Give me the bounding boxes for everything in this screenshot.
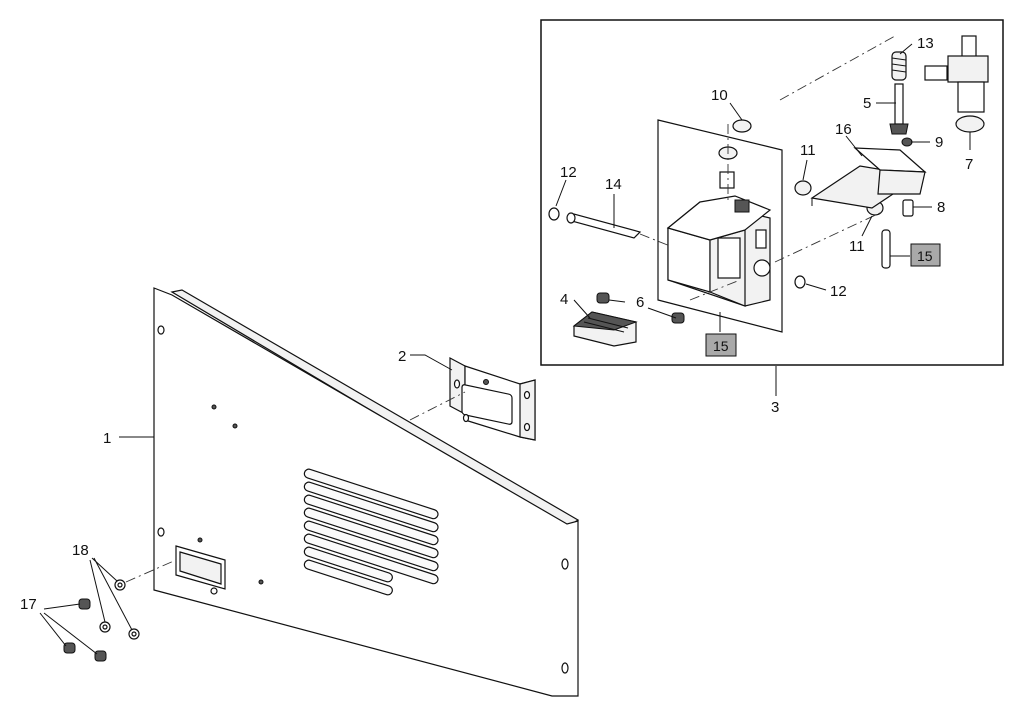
callout-box-15-a (910, 243, 941, 267)
callout-1: 1 (103, 430, 111, 447)
sliding-bracket-part (810, 147, 927, 209)
callout-11-b: 11 (849, 238, 865, 255)
screws-and-washers (63, 579, 140, 662)
pin-15 (881, 229, 891, 269)
callout-16: 16 (835, 121, 852, 138)
callout-box-15-b (705, 333, 737, 357)
callout-14: 14 (605, 176, 622, 193)
callout-3: 3 (771, 399, 779, 416)
side-panel-part (153, 287, 580, 697)
screw-6-b (671, 312, 685, 324)
callout-12-b: 12 (830, 283, 847, 300)
callout-7: 7 (965, 156, 973, 173)
callout-15-b: 15 (713, 338, 729, 354)
callout-15-a: 15 (917, 248, 933, 264)
callout-4: 4 (560, 291, 568, 308)
callout-8: 8 (937, 199, 945, 216)
o-ring-12-b (794, 275, 806, 289)
callout-11-a: 11 (800, 142, 816, 159)
callout-5: 5 (863, 95, 871, 112)
pneumatic-valve-part (924, 35, 989, 133)
callout-12-a: 12 (560, 164, 577, 181)
detail-inset-frame (540, 19, 1004, 366)
bolt-5 (889, 83, 909, 135)
nut-9 (901, 137, 913, 147)
screw-8 (902, 199, 914, 217)
mounting-bracket-part (449, 357, 536, 441)
ventilation-slots (303, 468, 439, 596)
callout-2: 2 (398, 348, 406, 365)
hinge-housing-block (666, 195, 772, 307)
callout-18: 18 (72, 542, 89, 559)
spring-13 (891, 51, 907, 81)
callout-labels: 1 2 3 4 5 6 7 8 9 10 11 11 12 12 13 14 1… (20, 35, 973, 613)
callout-leaders (39, 43, 971, 655)
pivot-pin-part (566, 212, 642, 239)
screw-6-a (596, 292, 610, 304)
callout-10: 10 (711, 87, 728, 104)
callout-9: 9 (935, 134, 943, 151)
callout-17: 17 (20, 596, 37, 613)
washer-11-a (794, 180, 812, 196)
callout-6: 6 (636, 294, 644, 311)
callout-13: 13 (917, 35, 934, 52)
rubber-pad-part (572, 311, 638, 347)
o-ring-12-a (548, 207, 560, 221)
